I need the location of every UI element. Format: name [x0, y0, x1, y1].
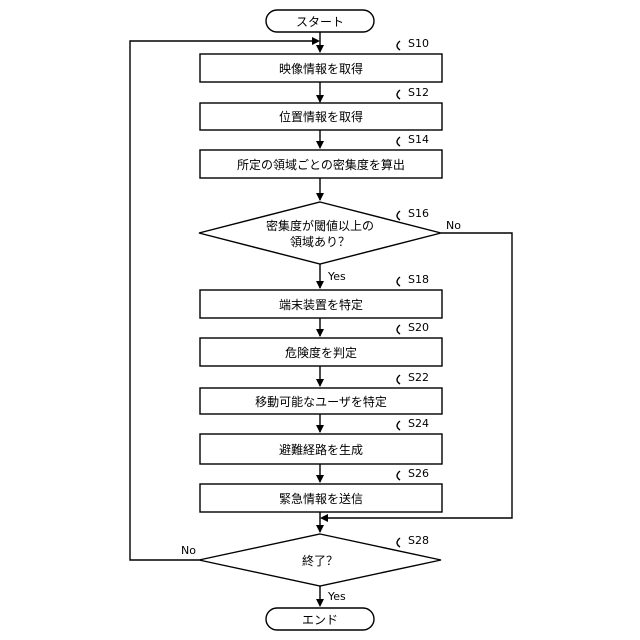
- step-s26-id: S26: [408, 467, 429, 480]
- step-s14-label: 所定の領域ごとの密集度を算出: [237, 157, 405, 172]
- decision-s28-label: 終了？: [302, 553, 338, 568]
- connector-s28-no-arrowhead: [312, 37, 320, 45]
- step-s24-leader: [397, 421, 400, 430]
- end-terminal: エンド: [266, 608, 374, 630]
- step-s12: 位置情報を取得 S12: [200, 86, 442, 130]
- decision-s28-no-label: No: [181, 544, 196, 557]
- start-terminal: スタート: [266, 10, 374, 32]
- decision-s28-leader: [397, 538, 400, 547]
- step-s20: 危険度を判定 S20: [200, 321, 442, 366]
- step-s26-label: 緊急情報を送信: [279, 491, 363, 506]
- step-s20-id: S20: [408, 321, 429, 334]
- step-s20-leader: [397, 325, 400, 334]
- step-s26: 緊急情報を送信 S26: [200, 467, 442, 512]
- step-s22-leader: [397, 375, 400, 384]
- decision-s16-yes-label: Yes: [327, 270, 346, 283]
- step-s14: 所定の領域ごとの密集度を算出 S14: [200, 133, 442, 178]
- decision-s16-line1: 密集度が閾値以上の: [266, 218, 374, 233]
- end-label: エンド: [302, 613, 338, 627]
- step-s12-leader: [397, 90, 400, 99]
- step-s24: 避難経路を生成 S24: [200, 417, 442, 464]
- step-s12-id: S12: [408, 86, 429, 99]
- step-s14-id: S14: [408, 133, 429, 146]
- decision-s16-id: S16: [408, 207, 429, 220]
- decision-s16-no-label: No: [446, 219, 461, 232]
- decision-s16: 密集度が閾値以上の 領域あり？ S16 No Yes: [199, 202, 461, 283]
- step-s18-id: S18: [408, 273, 429, 286]
- step-s22: 移動可能なユーザを特定 S22: [200, 371, 442, 414]
- decision-s28-id: S28: [408, 534, 429, 547]
- decision-s16-line2: 領域あり？: [290, 234, 350, 249]
- step-s26-leader: [397, 471, 400, 480]
- step-s18-label: 端末装置を特定: [279, 297, 363, 312]
- step-s22-id: S22: [408, 371, 429, 384]
- start-label: スタート: [296, 15, 344, 29]
- step-s18: 端末装置を特定 S18: [200, 273, 442, 318]
- step-s14-leader: [397, 137, 400, 146]
- step-s18-leader: [397, 277, 400, 286]
- step-s22-label: 移動可能なユーザを特定: [255, 394, 387, 409]
- step-s12-label: 位置情報を取得: [279, 109, 363, 124]
- step-s10-id: S10: [408, 37, 429, 50]
- step-s24-id: S24: [408, 417, 429, 430]
- step-s24-label: 避難経路を生成: [279, 442, 363, 457]
- decision-s28: 終了？ S28 No Yes: [181, 534, 441, 603]
- connector-s16-no-arrowhead: [320, 514, 328, 522]
- step-s10-label: 映像情報を取得: [279, 61, 363, 76]
- decision-s16-leader: [397, 211, 400, 220]
- step-s10: 映像情報を取得 S10: [200, 37, 442, 82]
- step-s20-label: 危険度を判定: [285, 345, 357, 360]
- decision-s28-yes-label: Yes: [327, 590, 346, 603]
- step-s10-leader: [397, 41, 400, 50]
